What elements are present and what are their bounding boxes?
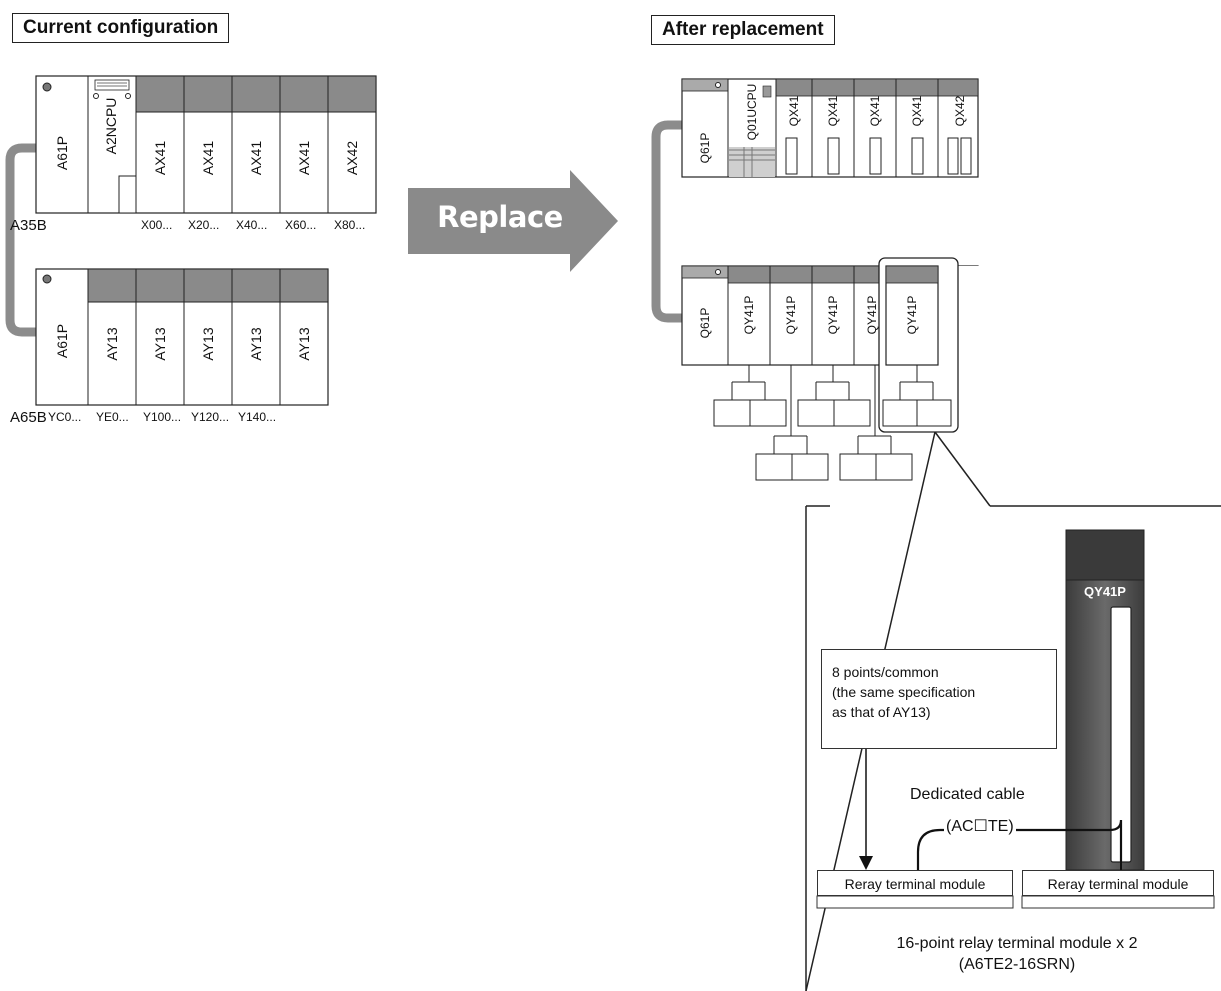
- current-rack2-base: A65B: [10, 409, 47, 426]
- current-rack2-power: A61P: [54, 323, 70, 359]
- qy41p-detail-label: QY41P: [1084, 584, 1126, 599]
- terminal-tree: [713, 365, 952, 481]
- relay-caption-line-1: 16-point relay terminal module x 2: [896, 935, 1138, 952]
- current-rack1-module-5: AX42: [344, 140, 360, 176]
- after-rack1-module-3: QX41: [868, 95, 882, 127]
- current-rack2-address-5: Y140...: [238, 410, 277, 424]
- after-rack2-module-5: QY41P: [905, 295, 919, 335]
- current-rack2-module-5: AY13: [296, 327, 312, 361]
- current-rack1-address-4: X60...: [285, 218, 317, 232]
- replace-arrow: [408, 170, 618, 272]
- callout-line-right: [934, 431, 991, 507]
- after-extension-cable: [651, 120, 689, 323]
- replace-label: Replace: [437, 200, 563, 234]
- note-line-3: as that of AY13): [832, 704, 931, 720]
- after-rack2-module-1: QY41P: [742, 295, 756, 335]
- current-rack1-address-2: X20...: [188, 218, 220, 232]
- specification-note: 8 points/common (the same specification …: [821, 649, 1057, 749]
- relay-caption-line-2: (A6TE2-16SRN): [958, 956, 1076, 973]
- current-rack1-module-4: AX41: [296, 140, 312, 176]
- heading-after-replacement: After replacement: [651, 15, 835, 45]
- current-rack2-module-2: AY13: [152, 327, 168, 361]
- qy41p-module-body: [1065, 579, 1145, 871]
- current-rack2-module-3: AY13: [200, 327, 216, 361]
- after-rack1-module-1: QX41: [787, 95, 801, 127]
- after-rack1-cpu: Q01UCPU: [745, 83, 759, 141]
- dedicated-cable-model: (AC☐TE): [944, 816, 1016, 836]
- after-rack1-power: Q61P: [698, 132, 712, 164]
- current-rack1-module-1: AX41: [152, 140, 168, 176]
- dedicated-cable-label: Dedicated cable: [910, 786, 1025, 803]
- after-rack2-module-4: QY41P: [865, 295, 879, 335]
- current-rack2-module-1: AY13: [104, 327, 120, 361]
- current-rack-1: [35, 75, 377, 214]
- current-rack1-address-1: X00...: [141, 218, 173, 232]
- current-rack2-address-2: YE0...: [96, 410, 129, 424]
- note-arrowhead: [859, 856, 873, 870]
- after-rack2-module-2: QY41P: [784, 295, 798, 335]
- current-rack2-address-3: Y100...: [143, 410, 182, 424]
- current-rack1-address-3: X40...: [236, 218, 268, 232]
- qy41p-module-top: [1065, 529, 1145, 581]
- after-rack1-module-2: QX41: [826, 95, 840, 127]
- after-rack1-module-5: QX42: [953, 95, 967, 127]
- current-rack1-module-3: AX41: [248, 140, 264, 176]
- current-rack1-module-2: AX41: [200, 140, 216, 176]
- current-rack2-address-1: YC0...: [48, 410, 82, 424]
- current-rack1-cpu: A2NCPU: [103, 97, 119, 155]
- after-rack2-power: Q61P: [698, 307, 712, 339]
- current-rack2-module-4: AY13: [248, 327, 264, 361]
- dedicated-cable: [916, 819, 1123, 870]
- cpu-slot: [118, 175, 137, 214]
- current-rack1-base: A35B: [10, 217, 47, 234]
- note-line-1: 8 points/common: [832, 664, 939, 680]
- note-line-2: (the same specification: [832, 684, 976, 700]
- current-rack1-address-5: X80...: [334, 218, 366, 232]
- after-rack-1: [681, 78, 979, 178]
- power-led: [42, 82, 52, 92]
- after-rack2-module-3: QY41P: [826, 295, 840, 335]
- power-led: [42, 274, 52, 284]
- current-extension-cable: [5, 143, 45, 337]
- current-rack-2: [35, 268, 329, 406]
- current-rack1-power: A61P: [54, 135, 70, 171]
- relay-terminal-module-1: Reray terminal module: [817, 870, 1013, 896]
- current-rack2-address-4: Y120...: [191, 410, 230, 424]
- heading-current-configuration: Current configuration: [12, 13, 230, 43]
- relay-terminal-module-2: Reray terminal module: [1022, 870, 1214, 896]
- after-rack1-module-4: QX41: [910, 95, 924, 127]
